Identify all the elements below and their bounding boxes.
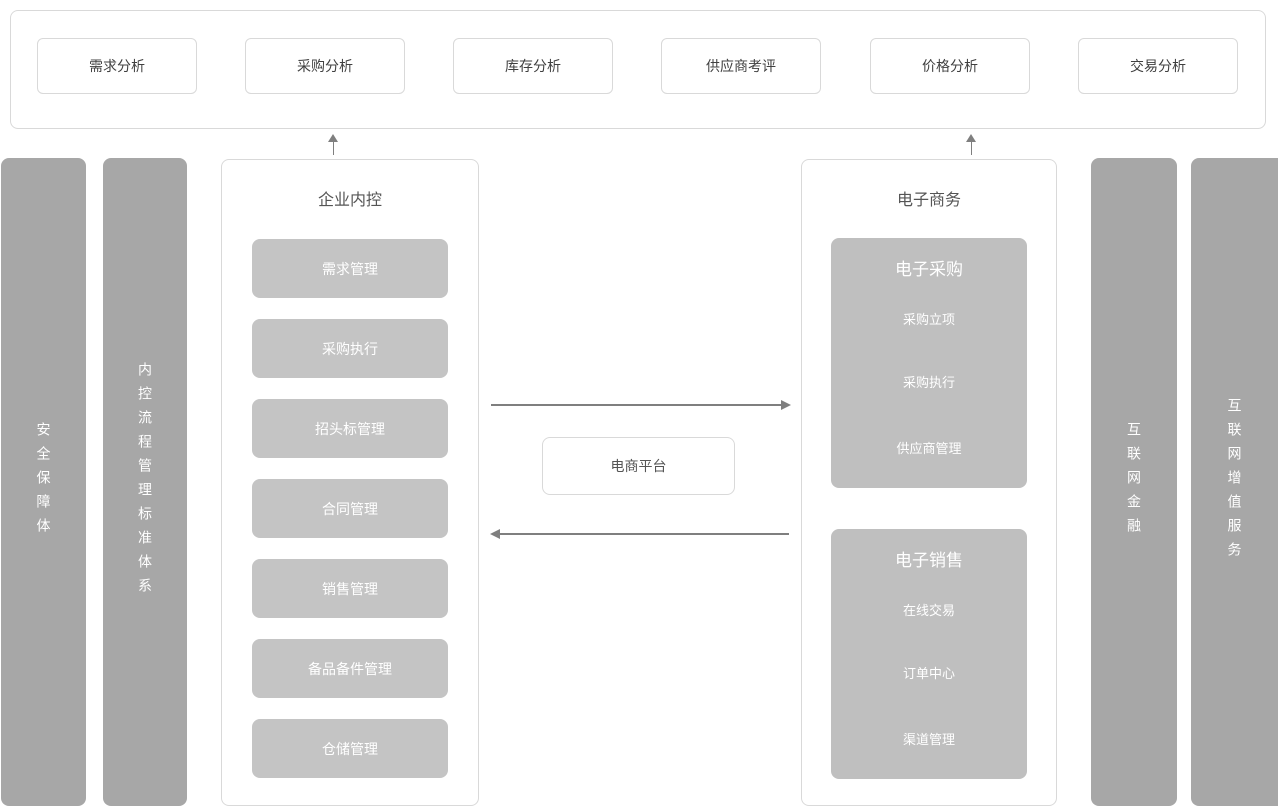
analysis-box-trade: 交易分析 — [1078, 38, 1238, 94]
node-supplier-management: 供应商管理 — [896, 441, 962, 456]
sidebar-internet-finance: 互联网金融 — [1091, 158, 1177, 806]
arrow-up-head — [328, 134, 338, 142]
panel-title: 电子商务 — [896, 192, 961, 209]
sidebar-label: 内控流程管理标准体系 — [137, 362, 153, 602]
analysis-box-purchase: 采购分析 — [245, 38, 405, 94]
arrow-up-head — [966, 134, 976, 142]
arrow-left-icon — [490, 529, 790, 539]
analysis-strip: 需求分析 采购分析 库存分析 供应商考评 价格分析 交易分析 — [10, 10, 1266, 129]
arrow-line — [499, 533, 789, 535]
node-procurement-execution: 采购执行 — [902, 375, 955, 390]
node-bidding-management: 招头标管理 — [252, 399, 448, 458]
section-title: 电子销售 — [895, 551, 963, 570]
node-online-trading: 在线交易 — [902, 603, 955, 618]
node-channel-management: 渠道管理 — [902, 732, 955, 747]
node-ecommerce-platform: 电商平台 — [542, 437, 735, 495]
arrow-line — [491, 404, 782, 406]
node-warehouse-management: 仓储管理 — [252, 719, 448, 778]
sidebar-internet-value-added-services: 互联网增值服务 — [1191, 158, 1278, 806]
panel-ecommerce: 电子商务 电子采购 采购立项 采购执行 供应商管理 电子销售 在线交易 订单中心… — [801, 159, 1057, 806]
sidebar-internal-control-standards: 内控流程管理标准体系 — [103, 158, 187, 806]
node-order-center: 订单中心 — [902, 666, 955, 681]
node-demand-management: 需求管理 — [252, 239, 448, 298]
section-e-sales: 电子销售 在线交易 订单中心 渠道管理 — [831, 529, 1027, 779]
node-purchase-execution: 采购执行 — [252, 319, 448, 378]
arrow-up-stem — [332, 140, 334, 155]
arrow-up-icon — [328, 134, 338, 155]
node-contract-management: 合同管理 — [252, 479, 448, 538]
arrow-up-stem — [970, 140, 972, 155]
node-procurement-initiation: 采购立项 — [902, 312, 955, 327]
node-sales-management: 销售管理 — [252, 559, 448, 618]
sidebar-label: 安全保障体 — [35, 422, 52, 542]
sidebar-security-system: 安全保障体 — [1, 158, 86, 806]
analysis-box-supplier: 供应商考评 — [661, 38, 821, 94]
sidebar-label: 互联网增值服务 — [1226, 398, 1243, 566]
node-spare-parts-management: 备品备件管理 — [252, 639, 448, 698]
arrow-up-icon — [966, 134, 976, 155]
arrow-head — [781, 400, 791, 410]
panel-internal-control: 企业内控 需求管理 采购执行 招头标管理 合同管理 销售管理 备品备件管理 仓储… — [221, 159, 479, 806]
section-e-procurement: 电子采购 采购立项 采购执行 供应商管理 — [831, 238, 1027, 488]
analysis-box-demand: 需求分析 — [37, 38, 197, 94]
analysis-box-price: 价格分析 — [870, 38, 1030, 94]
sidebar-label: 互联网金融 — [1126, 422, 1142, 542]
arrow-right-icon — [491, 400, 791, 410]
arrow-head — [490, 529, 500, 539]
panel-title: 企业内控 — [317, 192, 382, 209]
analysis-box-inventory: 库存分析 — [453, 38, 613, 94]
section-title: 电子采购 — [895, 260, 963, 279]
